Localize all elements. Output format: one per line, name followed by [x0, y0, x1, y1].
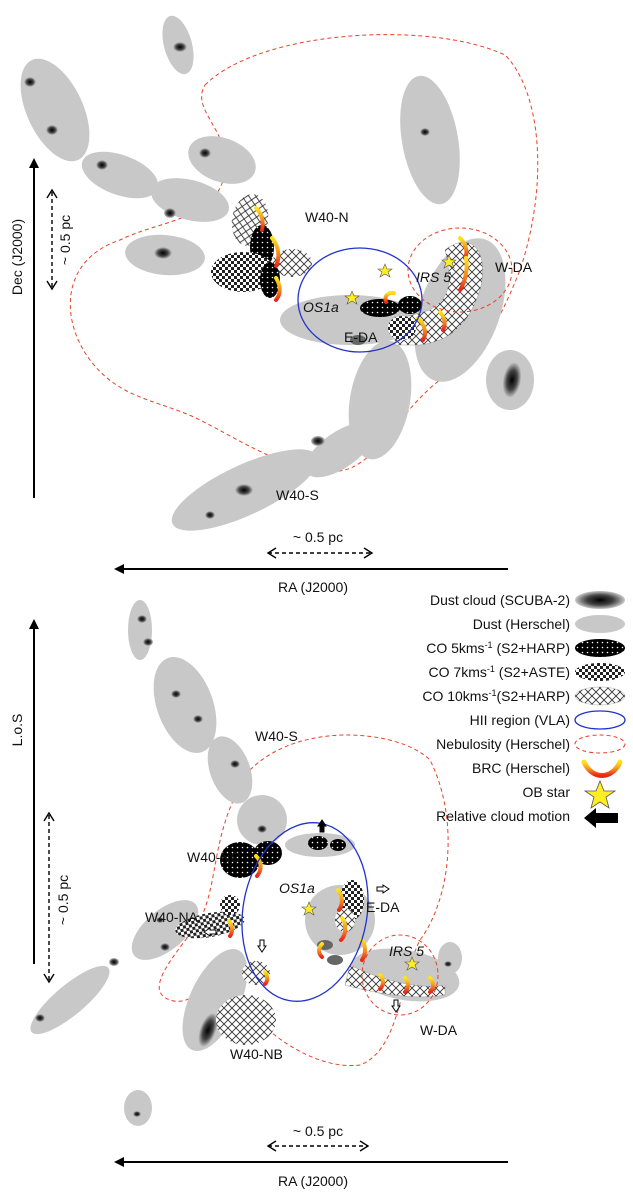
- label-w40-n: W40-N: [305, 209, 349, 225]
- scale-arrowheads-horizontal-top: [266, 547, 374, 559]
- legend-label-brc: BRC (Herschel): [472, 760, 570, 776]
- label-irs5-top: IRS 5: [416, 269, 451, 285]
- cloud-motion-arrows-bottom: [203, 819, 401, 1013]
- legend-symbol-dust-scuba: [575, 591, 625, 609]
- legend-symbol-dust-herschel: [575, 615, 625, 633]
- irs5-region-top: [407, 227, 513, 313]
- scale-arrowheads-vertical-bottom: [43, 811, 55, 984]
- y-axis-label-top: Dec (J2000): [9, 219, 25, 295]
- legend-label-dust-scuba: Dust cloud (SCUBA-2): [430, 592, 570, 608]
- label-w40-na: W40-NA: [145, 909, 199, 925]
- scuba-cores-bottom: [35, 615, 452, 1117]
- legend-label-nebula: Nebulosity (Herschel): [436, 736, 570, 752]
- brc-arcs-top: [254, 206, 469, 342]
- x-axis-label-bottom: RA (J2000): [278, 1173, 348, 1189]
- scale-label-horizontal-top: ~ 0.5 pc: [293, 529, 343, 545]
- legend: Dust cloud (SCUBA-2) Dust (Herschel) CO …: [422, 591, 626, 828]
- scale-arrowheads-vertical-top: [46, 188, 58, 291]
- legend-label-co7: CO 7kms-1 (S2+ASTE): [429, 664, 570, 680]
- legend-label-co5: CO 5kms-1 (S2+HARP): [426, 640, 570, 656]
- legend-label-ob: OB star: [523, 784, 571, 800]
- hii-region-top: [297, 247, 423, 353]
- y-axis-label-bottom: L.o.S: [9, 714, 25, 747]
- legend-symbol-ob-star: [583, 779, 617, 809]
- scale-label-horizontal-bottom: ~ 0.5 pc: [293, 1123, 343, 1139]
- scuba-cores-top: [24, 42, 522, 519]
- legend-symbol-nebula: [574, 734, 626, 754]
- legend-symbol-co7: [575, 663, 625, 681]
- top-panel: W40-N W-DA IRS 5 OS1a E-DA W40-S Dec (J2…: [9, 15, 539, 595]
- scale-label-vertical-top: ~ 0.5 pc: [57, 215, 73, 265]
- label-w40-nc: W40-NC: [187, 849, 241, 865]
- label-os1a-top: OS1a: [303, 299, 339, 315]
- label-w40-nb: W40-NB: [230, 1046, 283, 1062]
- legend-label-dust-herschel: Dust (Herschel): [473, 616, 570, 632]
- label-w40-s-bottom: W40-S: [255, 728, 298, 744]
- legend-label-co10: CO 10kms-1(S2+HARP): [422, 688, 570, 704]
- label-e-da-top: E-DA: [344, 329, 378, 345]
- legend-symbol-co10: [574, 686, 626, 706]
- ob-stars-bottom: [301, 901, 420, 971]
- label-os1a-bottom: OS1a: [279, 880, 315, 896]
- ob-stars-top: [344, 254, 457, 305]
- legend-symbol-motion-arrow: [584, 808, 618, 828]
- legend-label-hii: HII region (VLA): [470, 712, 570, 728]
- brc-arcs-bottom: [227, 854, 435, 994]
- scale-label-vertical-bottom: ~ 0.5 pc: [55, 875, 71, 925]
- label-w40-s: W40-S: [276, 487, 319, 503]
- label-w-da-bottom: W-DA: [420, 1022, 458, 1038]
- x-axis-label-top: RA (J2000): [278, 579, 348, 595]
- label-e-da-bottom: E-DA: [366, 899, 400, 915]
- irs5-region-bottom: [361, 934, 439, 1016]
- scale-arrowheads-horizontal-bottom: [266, 1140, 370, 1152]
- legend-symbol-hii: [574, 710, 626, 730]
- legend-symbol-co5: [575, 639, 625, 657]
- legend-label-motion: Relative cloud motion: [436, 808, 570, 824]
- legend-symbol-brc: [581, 759, 623, 778]
- label-irs5-bottom: IRS 5: [389, 943, 424, 959]
- bottom-panel: W40-S W40-NC W40-NA OS1a E-DA IRS 5 W40-…: [9, 600, 508, 1189]
- label-w-da-top: W-DA: [495, 259, 533, 275]
